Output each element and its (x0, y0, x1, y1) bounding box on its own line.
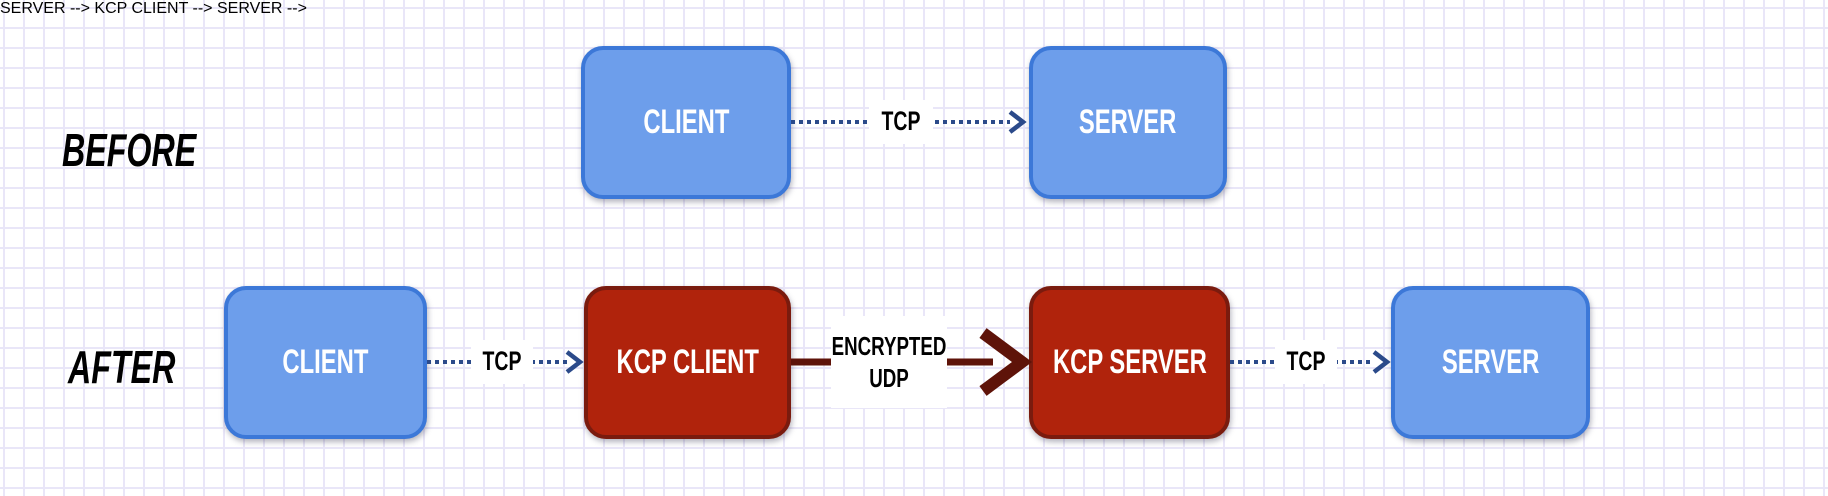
node-server-before-label: SERVER (1079, 103, 1177, 141)
tcp-arrow-before (791, 110, 1027, 134)
node-server-after-label: SERVER (1441, 343, 1540, 381)
edge-label-tcp-after-left-text: TCP (482, 346, 522, 377)
edge-label-encrypted-udp-text: ENCRYPTED UDP (831, 330, 947, 394)
node-server-after: SERVER (1391, 286, 1590, 439)
row-label-before-text: BEFORE (62, 124, 197, 176)
row-label-after-text: AFTER (68, 341, 176, 393)
row-label-before: BEFORE (62, 127, 254, 173)
node-server-before: SERVER (1029, 46, 1227, 199)
edge-label-encrypted-udp: ENCRYPTED UDP (831, 316, 947, 408)
edge-label-tcp-before-text: TCP (881, 106, 921, 137)
node-client-before: CLIENT (581, 46, 791, 199)
node-kcp-server: KCP SERVER (1029, 286, 1230, 439)
edge-label-tcp-before: TCP (869, 100, 933, 144)
node-kcp-server-label: KCP SERVER (1052, 343, 1207, 381)
node-kcp-client-label: KCP CLIENT (616, 343, 759, 381)
node-client-before-label: CLIENT (643, 103, 729, 141)
edge-label-tcp-after-right: TCP (1275, 340, 1337, 384)
edge-label-tcp-after-right-text: TCP (1286, 346, 1326, 377)
node-kcp-client: KCP CLIENT (584, 286, 791, 439)
node-client-after: CLIENT (224, 286, 427, 439)
edge-label-tcp-after-left: TCP (471, 340, 533, 384)
row-label-after: AFTER (68, 344, 221, 390)
node-client-after-label: CLIENT (282, 343, 369, 381)
tcp-arrow-after-left (427, 350, 584, 374)
